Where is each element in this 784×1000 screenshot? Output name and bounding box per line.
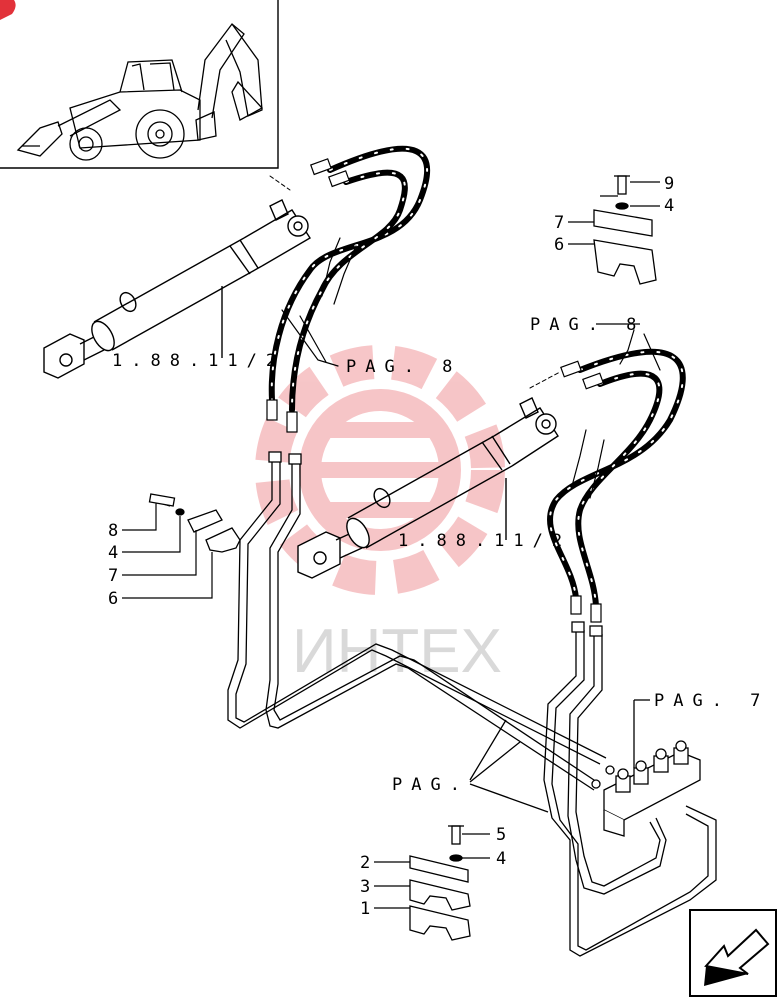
backhoe-loader-icon: [16, 23, 264, 161]
callout-2: 2: [360, 853, 370, 873]
callouts-left: [122, 504, 213, 599]
pag8-label-right: PAG. 8: [530, 315, 645, 335]
callouts-top-right: [568, 181, 660, 245]
machine-thumbnail: [0, 0, 279, 169]
callout-8: 8: [108, 521, 118, 541]
pag8-label-left: PAG. 8: [346, 357, 461, 377]
callout-3: 3: [360, 877, 370, 897]
pag-label-bottom: PAG.: [392, 775, 469, 795]
callout-7: 7: [554, 213, 564, 233]
callout-4-left: 4: [108, 543, 118, 563]
clamp-assembly-bottom: [409, 825, 471, 941]
clamp-assembly-left: [148, 493, 241, 553]
upper-hoses: [266, 145, 431, 433]
nav-arrow-button[interactable]: [689, 909, 777, 997]
callout-4-bottom: 4: [496, 849, 506, 869]
callout-1: 1: [360, 899, 370, 919]
callout-4: 4: [664, 196, 674, 216]
callout-9: 9: [664, 174, 674, 194]
upper-cylinder: [43, 199, 311, 379]
ref-label-lower: 1.88.11/2: [398, 531, 571, 551]
corner-tab-icon: [0, 0, 16, 20]
callout-5: 5: [496, 825, 506, 845]
callout-6-left: 6: [108, 589, 118, 609]
arrow-down-left-icon: [704, 928, 770, 975]
watermark-text: ИНТЕХ: [292, 617, 502, 686]
lower-hoses: [529, 329, 686, 623]
rigid-pipes: [227, 451, 717, 957]
callouts-bottom: [374, 833, 490, 909]
lower-cylinder: [297, 397, 559, 579]
callout-6: 6: [554, 235, 564, 255]
pag7-label: PAG. 7: [654, 691, 769, 711]
valve-block: [591, 699, 701, 837]
ref-label-upper: 1.88.11/2: [112, 351, 285, 371]
watermark-logo: [255, 345, 505, 595]
clamp-assembly-top-right: [593, 175, 657, 285]
callout-7-left: 7: [108, 566, 118, 586]
